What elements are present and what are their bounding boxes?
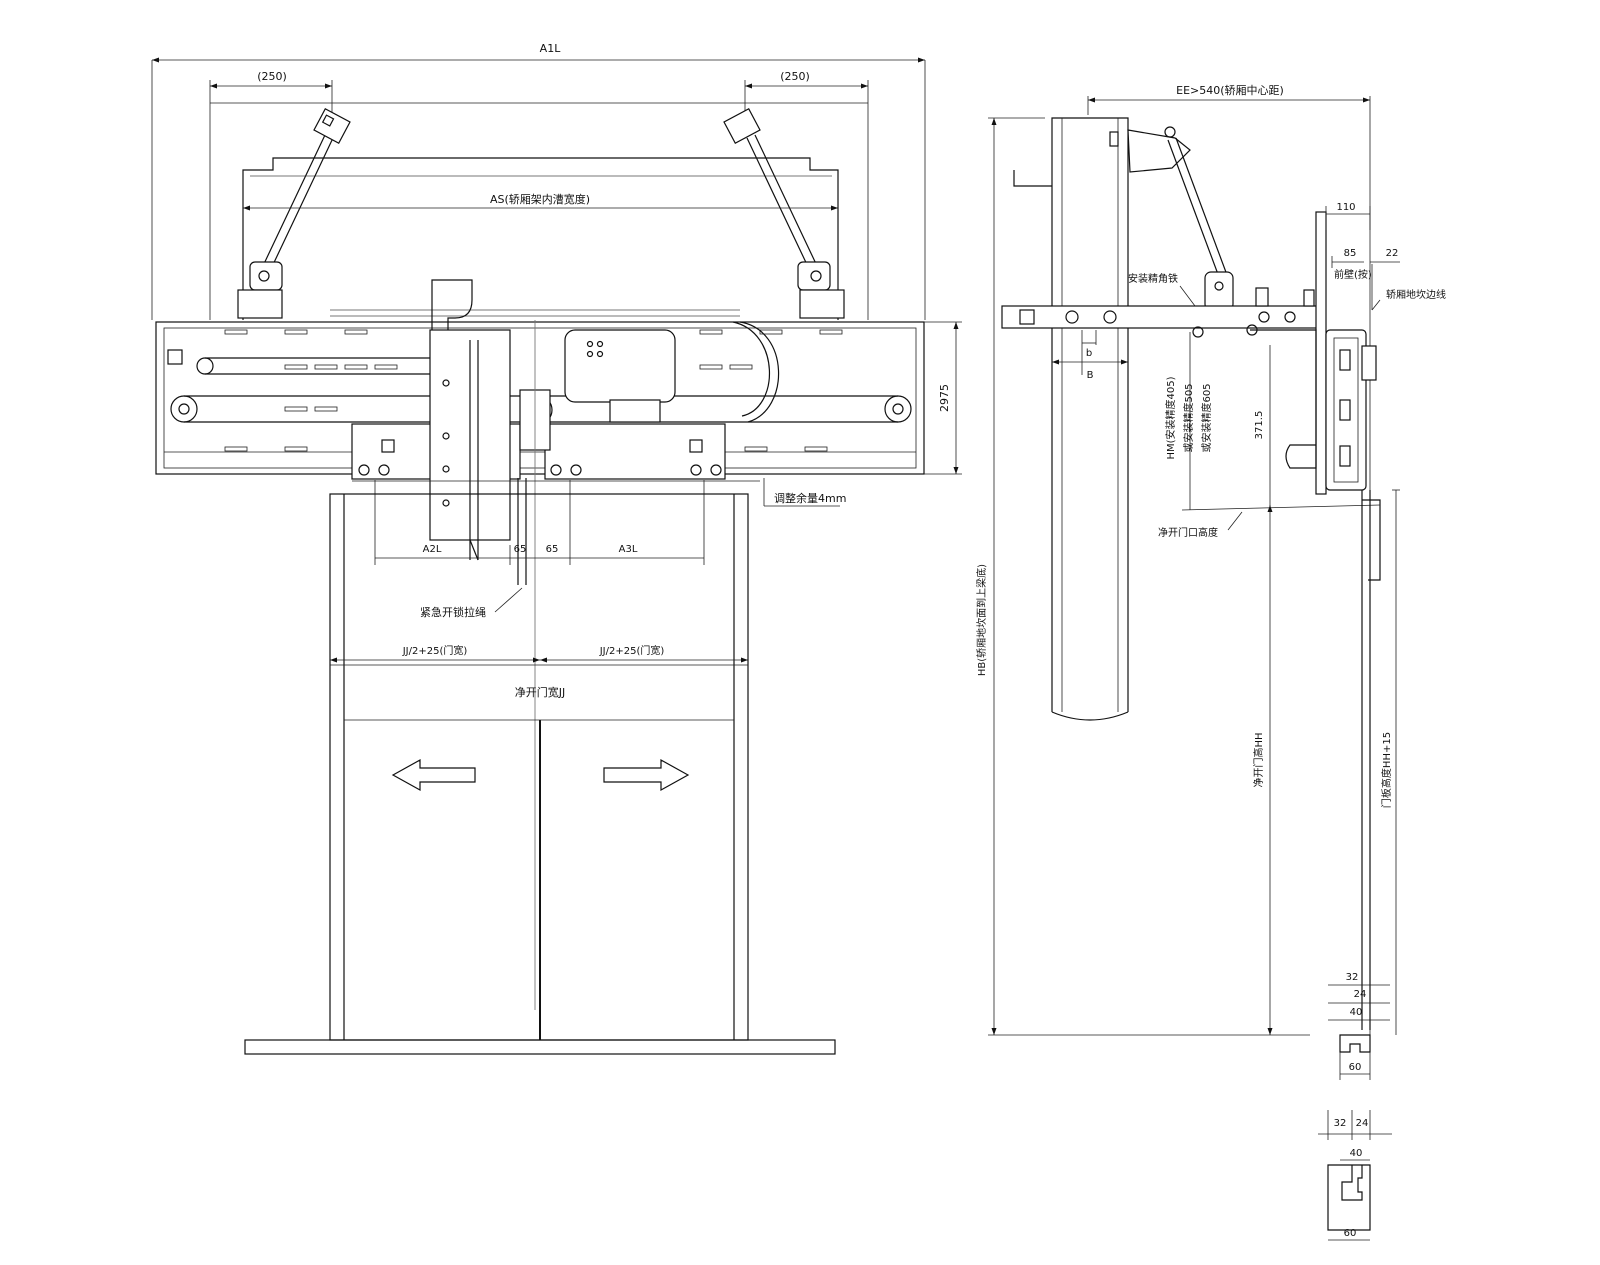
d371-label: 371.5 — [1254, 411, 1265, 440]
dim-overall-width: A1L — [151, 42, 926, 320]
emergency-rope-label: 紧急开锁拉绳 — [420, 605, 486, 619]
sill-depth-label: 前壁(按) — [1334, 268, 1372, 281]
dim-hb: HB(轿厢地坎面到上梁底) — [975, 117, 1310, 1036]
adjust-margin-label: 调整余量4mm — [774, 491, 846, 505]
d24-b-label: 24 — [1356, 1118, 1369, 1129]
d60-a-label: 60 — [1349, 1062, 1362, 1073]
d40-b-label: 40 — [1350, 1148, 1363, 1159]
hanger-plate — [1250, 211, 1381, 581]
d32-a-label: 32 — [1346, 972, 1359, 983]
left-brace — [237, 108, 351, 319]
right-offset-label: (250) — [780, 70, 810, 83]
d22-label: 22 — [1386, 248, 1399, 259]
adjust-margin-note: 调整余量4mm — [352, 478, 846, 507]
gap-left-label: 65 — [514, 544, 527, 555]
sill-detail-a: 32 24 40 60 — [1328, 972, 1390, 1080]
dim-top-right: 110 85 22 前壁(按) 轿厢地坎边线 — [1325, 202, 1446, 311]
hb-label: HB(轿厢地坎面到上梁底) — [975, 564, 988, 676]
dim-hm: HM(安装精度405) 或安装精度505 或安装精度605 371.5 净开门口… — [1158, 332, 1381, 539]
dim-offsets: (250) (250) — [209, 70, 869, 320]
motor — [564, 321, 780, 423]
left-offset-label: (250) — [257, 70, 287, 83]
open-right-arrow-icon — [603, 758, 690, 792]
dim-height: 2975 — [924, 321, 962, 475]
beam-slots — [224, 329, 843, 452]
front-view: A1L (250) (250) AS(轿厢架内漕宽度) — [151, 42, 962, 1055]
ee-label: EE>540(轿厢中心距) — [1176, 83, 1284, 97]
b-large-label: B — [1087, 370, 1094, 381]
bracket-label: 安装精角铁 — [1128, 272, 1178, 285]
car-frame-header: AS(轿厢架内漕宽度) — [242, 157, 839, 320]
b-small-label: b — [1086, 348, 1092, 359]
clear-width-label: 净开门宽JJ — [515, 685, 566, 699]
clear-height-top-label: 净开门口高度 — [1158, 526, 1218, 539]
inner-width-label: AS(轿厢架内漕宽度) — [490, 192, 590, 206]
dim-lower-row: A2L 65 65 A3L — [374, 480, 705, 565]
side-view: EE>540(轿厢中心距) HB(轿厢地坎面到上梁底) — [975, 83, 1446, 1241]
d110-label: 110 — [1336, 202, 1355, 213]
side-brace — [1127, 126, 1234, 311]
dim-b: b B — [1052, 330, 1128, 381]
gap-right-label: 65 — [546, 544, 559, 555]
half-width-right-label: JJ/2+25(门宽) — [599, 644, 665, 657]
d24-a-label: 24 — [1354, 989, 1367, 1000]
mounting-angle — [1001, 287, 1325, 338]
door-height-label: 门板高度HH+15 — [1380, 732, 1393, 808]
height-2975-label: 2975 — [938, 384, 951, 412]
dim-ee: EE>540(轿厢中心距) — [1087, 83, 1371, 1050]
d32-b-label: 32 — [1334, 1118, 1347, 1129]
car-column — [1013, 117, 1129, 721]
clear-height-label: 净开门高HH — [1252, 732, 1265, 787]
a3l-label: A3L — [619, 544, 638, 555]
sill-detail-b: 32 24 40 60 — [1318, 1110, 1392, 1241]
a2l-label: A2L — [423, 544, 442, 555]
side-door-panel: 净开门高HH 门板高度HH+15 — [1252, 489, 1400, 1035]
right-brace — [723, 108, 845, 319]
sill-line-label: 轿厢地坎边线 — [1386, 288, 1446, 301]
overall-width-label: A1L — [540, 42, 562, 55]
emergency-rope-note: 紧急开锁拉绳 — [420, 587, 523, 619]
door-clutch — [429, 279, 553, 1010]
hm1-label: HM(安装精度405) — [1164, 376, 1177, 459]
open-left-arrow-icon — [391, 758, 476, 792]
d85-label: 85 — [1344, 248, 1357, 259]
d60-b-label: 60 — [1344, 1228, 1357, 1239]
d40-a-label: 40 — [1350, 1007, 1363, 1018]
doors: JJ/2+25(门宽) JJ/2+25(门宽) 净开门宽JJ — [244, 493, 836, 1055]
hm3-label: 或安装精度605 — [1200, 383, 1213, 452]
half-width-left-label: JJ/2+25(门宽) — [402, 644, 468, 657]
hm2-label: 或安装精度505 — [1182, 383, 1195, 452]
